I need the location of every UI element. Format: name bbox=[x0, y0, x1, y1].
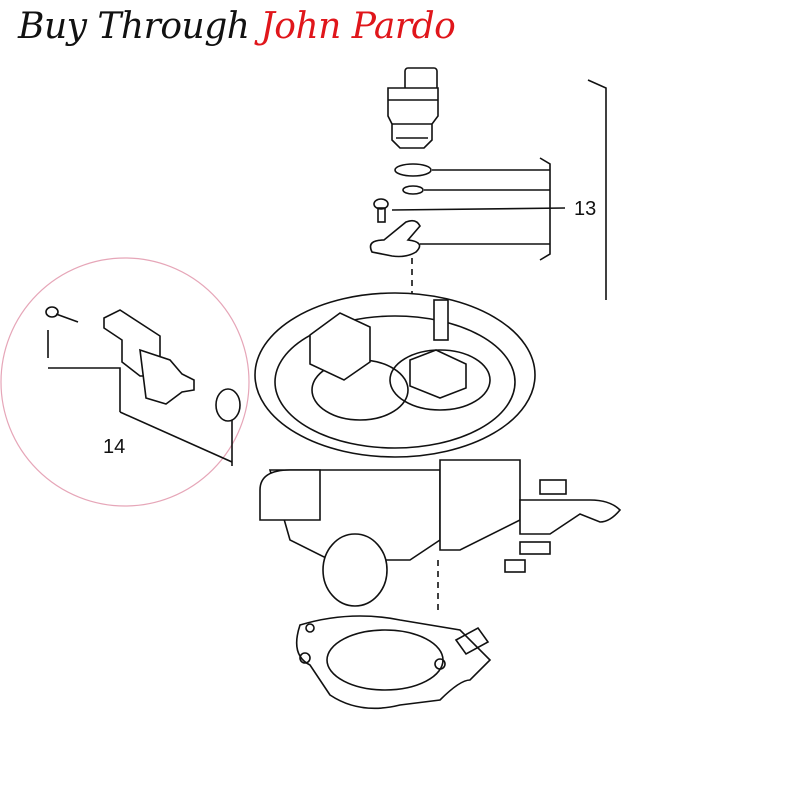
fuel-injector bbox=[387, 67, 439, 149]
callout-label-14: 14 bbox=[103, 436, 126, 458]
o-ring-small bbox=[402, 185, 424, 195]
page-title: Buy Through John Pardo bbox=[18, 6, 456, 47]
base-gasket bbox=[295, 615, 492, 710]
highlight-circle bbox=[0, 257, 250, 507]
title-black: Buy Through bbox=[18, 6, 250, 47]
o-ring-large bbox=[394, 163, 432, 177]
callout-bracket-13 bbox=[391, 79, 607, 300]
screw bbox=[373, 198, 389, 223]
idle-air-control-valve bbox=[45, 306, 241, 466]
throttle-body bbox=[254, 292, 622, 607]
bolt bbox=[45, 306, 79, 323]
title-red: John Pardo bbox=[260, 6, 456, 47]
retaining-bracket bbox=[369, 219, 421, 258]
callout-label-13: 13 bbox=[574, 198, 597, 220]
